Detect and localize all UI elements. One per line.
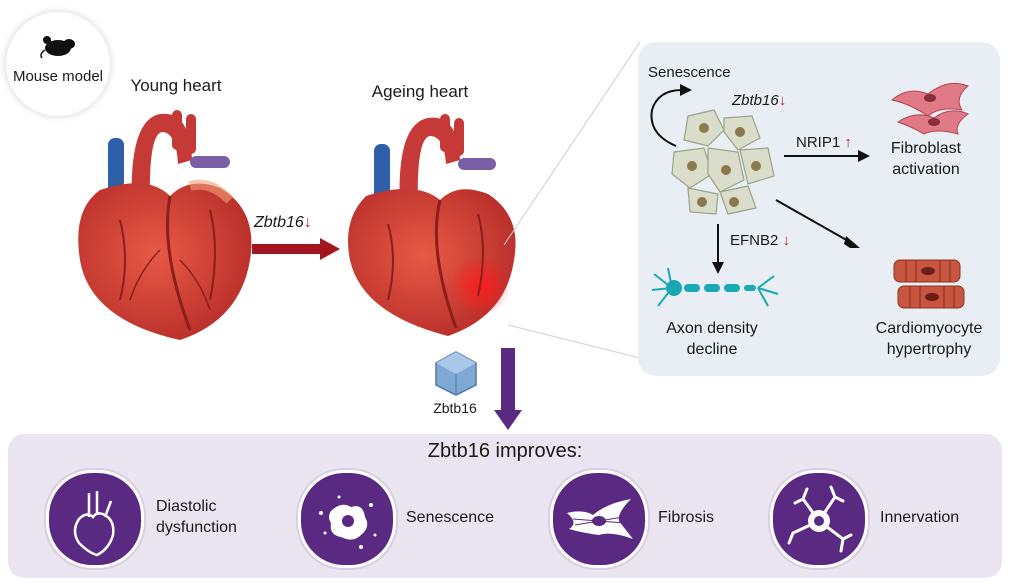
young-to-ageing-arrow [252, 238, 340, 260]
nrip1-label: NRIP1 ↑ [796, 134, 852, 151]
mouse-icon [40, 36, 75, 59]
senescence-label: Senescence [648, 64, 731, 81]
ageing-heart-title: Ageing heart [371, 82, 469, 101]
purple-down-arrow [494, 348, 522, 430]
benefit-label: Diastolic dysfunction [156, 498, 237, 536]
axon-density-label: Axon density decline [666, 320, 758, 358]
ageing-heart-illustration [348, 114, 516, 336]
mouse-model-badge [6, 12, 110, 116]
senescent-cell-icon [298, 470, 396, 568]
fibroblast-icon [550, 470, 648, 568]
fibroblast-activation-label: Fibroblast activation [890, 140, 962, 178]
young-heart-title: Young heart [130, 76, 222, 95]
detail-gene-label: Zbtb16↓ [732, 92, 787, 109]
neuron-icon [770, 470, 868, 568]
benefit-label: Innervation [880, 509, 960, 526]
senescence-loop-arrow [650, 84, 692, 147]
benefit-label: Fibrosis [658, 509, 715, 526]
senescent-cell-cluster [671, 109, 775, 215]
mouse-model-label: Mouse model [12, 68, 104, 85]
zbtb16-protein-icon [435, 351, 477, 396]
heart-outline-icon [46, 470, 144, 568]
fibroblast-illustration [890, 82, 970, 135]
neuron-illustration [651, 267, 779, 307]
benefit-label: Senescence [406, 509, 495, 526]
mechanism-arrows [712, 150, 870, 274]
protein-label: Zbtb16 [433, 400, 477, 416]
improves-title: Zbtb16 improves: [427, 440, 583, 462]
zoom-connector-lines [503, 41, 641, 359]
cardiomyocyte-illustration [893, 259, 965, 309]
young-heart-illustration [78, 110, 252, 340]
efnb2-label: EFNB2 ↓ [730, 232, 791, 249]
cardiomyocyte-hypertrophy-label: Cardiomyocyte hypertrophy [875, 320, 983, 358]
gene-arrow-label: Zbtb16↓ [254, 214, 312, 231]
